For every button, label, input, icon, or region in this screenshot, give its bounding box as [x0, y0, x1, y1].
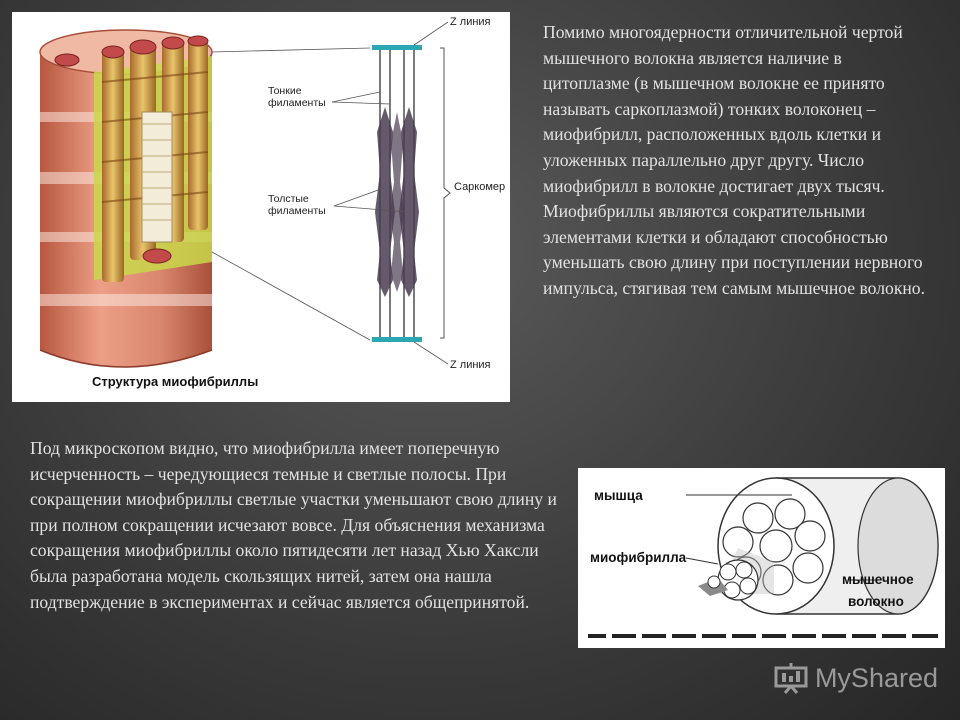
thick-filaments-label: Толстые филаменты — [268, 193, 326, 217]
presentation-board-icon — [774, 663, 808, 694]
figure-caption: Структура миофибриллы — [92, 374, 258, 389]
myofibril-section — [698, 559, 759, 601]
z-line-bottom-label: Z линия — [450, 359, 491, 371]
z-line-top — [372, 45, 422, 50]
muscle-hierarchy-figure: мышца миофибрилла мышечное волокно — [578, 468, 945, 648]
muscle-fiber-cylinder — [39, 29, 213, 368]
myshared-logo: MyShared — [773, 662, 938, 694]
myofibril-label: миофибрилла — [590, 550, 687, 565]
myofibril-structure-figure: Z линия Тонкие филаменты Толстые филамен… — [12, 12, 510, 402]
sarcomere-diagram — [372, 45, 451, 342]
paragraph-striation: Под микроскопом видно, что миофибрилла и… — [30, 438, 557, 612]
z-line-top-label: Z линия — [450, 16, 491, 28]
figure-labels: Z линия Тонкие филаменты Толстые филамен… — [268, 16, 505, 371]
label-leaders — [685, 494, 878, 581]
muscle-fiber-label-line2: волокно — [848, 594, 904, 609]
paragraph-myofibrils: Помимо многоядерности отличительной черт… — [543, 22, 925, 298]
thick-filaments — [375, 107, 419, 297]
projection-lines — [211, 47, 371, 341]
thin-filaments-label: Тонкие филаменты — [268, 85, 326, 109]
sarcomere-label: Саркомер — [454, 181, 505, 193]
muscle-hierarchy-illustration: мышца миофибрилла мышечное волокно — [588, 477, 939, 638]
z-line-bottom — [372, 337, 422, 342]
muscle-label: мышца — [594, 488, 643, 503]
myofibril-illustration: Z линия Тонкие филаменты Толстые филамен… — [39, 16, 505, 389]
striated-strip — [588, 634, 938, 638]
muscle-cylinder — [716, 477, 939, 615]
brand-name: MyShared — [814, 662, 938, 693]
muscle-fiber-label-line1: мышечное — [842, 572, 914, 587]
